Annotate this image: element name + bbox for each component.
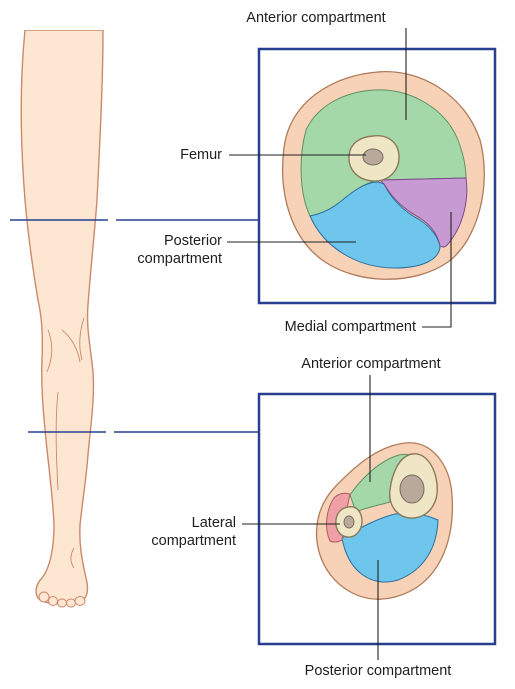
fibula-marrow [344,516,354,528]
tibia-marrow [400,475,424,503]
label-leg-lateral-line1: Lateral [130,515,236,532]
label-thigh-posterior-line2: compartment [110,251,222,268]
label-leg-posterior-compartment: Posterior compartment [278,663,478,680]
label-femur: Femur [150,147,222,164]
leg-cross-section-panel [259,394,495,644]
label-thigh-anterior-compartment: Anterior compartment [226,10,406,27]
label-leg-lateral-line2: compartment [130,533,236,550]
label-thigh-medial-compartment: Medial compartment [236,319,416,336]
femur-marrow [363,149,383,165]
leg-outline [21,30,103,604]
thigh-cross-section-panel [259,49,495,303]
leg-illustration [0,0,130,607]
label-thigh-posterior-line1: Posterior [110,233,222,250]
label-leg-anterior-compartment: Anterior compartment [281,356,461,373]
